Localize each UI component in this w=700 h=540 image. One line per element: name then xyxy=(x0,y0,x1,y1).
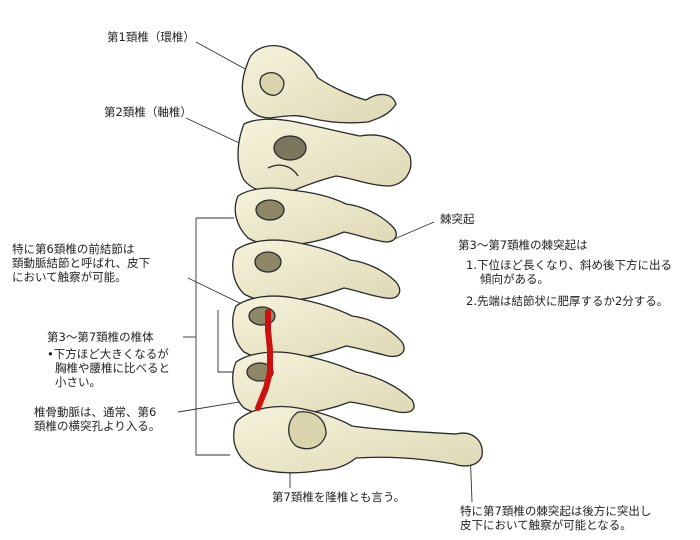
spinous-notes-item1-line1: 1.下位ほど長くなり、斜め後下方に出る xyxy=(466,258,673,272)
leader-bracket-side xyxy=(195,218,230,456)
label-c7-spinous: 特に第7頚椎の棘突起は後方に突出し 皮下において触察が可能となる。 xyxy=(460,504,651,532)
label-c2-axis: 第2頚椎（軸椎） xyxy=(104,105,192,119)
label-vertebral-body-note: •下方ほど大きくなるが 胸椎や腰椎に比べると 小さい。 xyxy=(47,347,170,389)
c7-spinous-line1: 特に第7頚椎の棘突起は後方に突出し xyxy=(460,504,652,518)
label-vertebral-body-title: 第3〜第7頚椎の椎体 xyxy=(47,330,154,344)
label-anterior-tubercle: 特に第6頚椎の前結節は 頚動脈結節と呼ばれ、皮下 において触察が可能。 xyxy=(12,242,150,284)
label-c7-prominens: 第7頚椎を隆椎とも言う。 xyxy=(272,490,406,504)
label-vertebral-artery: 椎骨動脈は、通常、第6 頚椎の横突孔より入る。 xyxy=(34,405,160,433)
leader-spinous xyxy=(391,221,435,241)
vertebral-artery-line2: 頚椎の横突孔より入る。 xyxy=(34,419,161,433)
c7-spinous-line2: 皮下において触察が可能となる。 xyxy=(460,518,632,532)
vertebra-c7 xyxy=(233,405,483,474)
vertebra-c5 xyxy=(232,295,405,361)
label-c1-atlas: 第1頚椎（環椎） xyxy=(107,30,195,44)
vertebra-c4 xyxy=(232,239,401,303)
spinous-notes-title: 第3〜第7頚椎の棘突起は xyxy=(458,238,588,252)
vertebra-c3 xyxy=(234,187,397,247)
anterior-tubercle-line1: 特に第6頚椎の前結節は xyxy=(12,242,135,256)
anterior-tubercle-line3: において触察が可能。 xyxy=(12,270,127,284)
spinous-notes-item2: 2.先端は結節状に肥厚するか2分する。 xyxy=(466,294,669,308)
vertebral-artery-line1: 椎骨動脈は、通常、第6 xyxy=(34,405,157,419)
anterior-tubercle-line2: 頚動脈結節と呼ばれ、皮下 xyxy=(12,256,151,270)
vertebra-c1 xyxy=(241,45,397,124)
spinous-notes: 第3〜第7頚椎の棘突起は 1.下位ほど長くなり、斜め後下方に出る 傾向がある。 … xyxy=(458,238,672,308)
vertebral-artery xyxy=(255,309,273,411)
spinous-notes-item1-line2: 傾向がある。 xyxy=(480,272,549,286)
vertebra-c2 xyxy=(237,118,412,195)
body-note-line2: 胸椎や腰椎に比べると xyxy=(55,361,170,375)
body-note-line1: •下方ほど大きくなるが xyxy=(47,347,169,361)
label-spinous-process: 棘突起 xyxy=(440,212,475,226)
body-note-line3: 小さい。 xyxy=(55,375,101,389)
